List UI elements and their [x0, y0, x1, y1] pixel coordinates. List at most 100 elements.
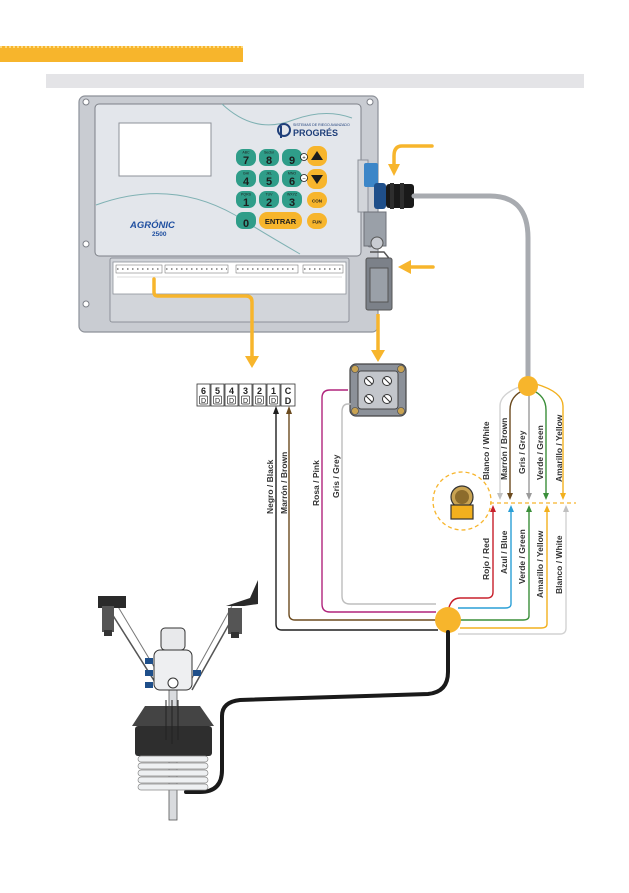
- svg-text:GHI: GHI: [243, 172, 249, 176]
- key-3[interactable]: WXYZ 3: [282, 191, 302, 209]
- arrow-to-socket-icon: [398, 260, 435, 274]
- svg-text:6: 6: [201, 386, 206, 396]
- svg-text:CON: CON: [312, 199, 322, 204]
- junction-node-top: [518, 376, 538, 396]
- svg-text:D: D: [229, 398, 234, 405]
- enter-key[interactable]: ENTRAR: [259, 212, 302, 229]
- weather-station-sensor: [98, 580, 258, 821]
- fun-key[interactable]: FUN: [307, 213, 327, 229]
- wire-label-white: Blanco / White: [481, 421, 491, 480]
- wire-label-grey-2: Gris / Grey: [517, 430, 527, 474]
- key-9[interactable]: 9: [282, 149, 302, 167]
- svg-text:7: 7: [243, 155, 249, 167]
- controller-unit: AGRÓNIC 2500 SISTEMAS DE RIEGO AVANZADO …: [78, 95, 379, 333]
- svg-text:1: 1: [271, 386, 276, 396]
- svg-text:4: 4: [243, 176, 250, 188]
- svg-text:D: D: [215, 398, 220, 405]
- svg-text:3: 3: [289, 197, 295, 209]
- con-key[interactable]: CON: [307, 192, 327, 208]
- svg-text:9: 9: [289, 155, 295, 167]
- svg-text:D: D: [243, 398, 248, 405]
- svg-text:ABC: ABC: [242, 151, 250, 155]
- terminal-2: [252, 383, 267, 407]
- wire-label-red: Rojo / Red: [481, 538, 491, 580]
- terminal-4: [224, 383, 239, 407]
- svg-text:MNO: MNO: [288, 172, 296, 176]
- wire-label-blue: Azul / Blue: [499, 530, 509, 574]
- model-number: 2500: [152, 231, 167, 238]
- sensor-cable: [184, 630, 450, 794]
- svg-text:+: +: [302, 156, 306, 162]
- wire-label-brown: Marrón / Brown: [279, 452, 289, 514]
- sensor-module-icon: [432, 471, 492, 531]
- svg-text:D: D: [257, 398, 262, 405]
- key-6[interactable]: MNO 6: [282, 170, 302, 188]
- svg-text:2: 2: [266, 197, 272, 209]
- terminal-c: [280, 383, 296, 407]
- svg-text:D: D: [201, 398, 206, 405]
- wire-label-grey: Gris / Grey: [331, 454, 341, 498]
- key-4[interactable]: GHI 4: [236, 170, 256, 188]
- key-0[interactable]: 0: [236, 212, 256, 230]
- junction-node-bottom: [435, 607, 461, 633]
- svg-text:ENTRAR: ENTRAR: [265, 217, 297, 226]
- svg-text:1: 1: [243, 197, 249, 209]
- minus-key[interactable]: −: [300, 174, 308, 183]
- wire-label-brown-2: Marrón / Brown: [499, 418, 509, 480]
- terminal-3: [238, 383, 253, 407]
- svg-text:C: C: [285, 386, 292, 396]
- arrow-to-connector-face-icon: [371, 314, 385, 362]
- key-8[interactable]: Sector 8: [259, 149, 279, 167]
- down-arrow-key[interactable]: [307, 169, 327, 189]
- svg-text:4: 4: [229, 386, 234, 396]
- svg-text:2: 2: [257, 386, 262, 396]
- wire-labels-left: Negro / Black Marrón / Brown Rosa / Pink…: [265, 452, 341, 514]
- terminal-5: [210, 383, 225, 407]
- svg-text:3: 3: [243, 386, 248, 396]
- key-2[interactable]: TUV 2: [259, 191, 279, 209]
- brand-name: PROGRÉS: [293, 128, 338, 138]
- svg-text:D: D: [271, 398, 276, 405]
- lcd-screen: [118, 122, 212, 177]
- wire-label-green-2: Verde / Green: [517, 529, 527, 584]
- brand-logo-icon: [277, 123, 291, 137]
- terminal-6: [196, 383, 211, 407]
- svg-text:WXYZ: WXYZ: [287, 193, 298, 197]
- wire-label-green: Verde / Green: [535, 425, 545, 480]
- radiation-shield-icon: [137, 755, 209, 791]
- svg-text:0: 0: [243, 218, 249, 230]
- terminal-block: 6 5 4 3 2 1 C D D D D D D D: [196, 383, 296, 407]
- svg-text:6: 6: [289, 176, 295, 188]
- svg-text:TUV: TUV: [266, 193, 274, 197]
- anemometer-icon: [226, 580, 258, 638]
- svg-text:−: −: [302, 177, 306, 183]
- key-1[interactable]: PQRS 1: [236, 191, 256, 209]
- arrow-to-terminal-block-icon: [152, 277, 259, 368]
- keypad: ABC 7 Sector 8 9 GHI 4 JKL 5: [236, 146, 327, 230]
- sensor-socket-connector: [363, 211, 393, 311]
- cable-gland-connector: [357, 159, 414, 213]
- svg-text:8: 8: [266, 155, 272, 167]
- section-band: [46, 74, 584, 88]
- svg-text:PQRS: PQRS: [241, 193, 252, 197]
- wire-labels-top-right: Blanco / White Marrón / Brown Gris / Gre…: [481, 414, 564, 482]
- wire-label-black: Negro / Black: [265, 459, 275, 514]
- wind-vane-icon: [98, 596, 126, 636]
- grey-cable: [411, 193, 531, 387]
- left-wires: [275, 389, 438, 631]
- wire-label-yellow: Amarillo / Yellow: [554, 414, 564, 482]
- key-5[interactable]: JKL 5: [259, 170, 279, 188]
- connector-face: [349, 363, 407, 417]
- model-name: AGRÓNIC: [129, 219, 175, 231]
- bottom-junction-wires: [447, 509, 567, 635]
- arrow-to-gland-icon: [392, 144, 434, 168]
- svg-text:5: 5: [266, 176, 272, 188]
- svg-text:D: D: [285, 396, 292, 406]
- plus-key[interactable]: +: [300, 153, 308, 162]
- wire-label-white-2: Blanco / White: [554, 535, 564, 594]
- header-accent-bar: [0, 46, 243, 62]
- key-7[interactable]: ABC 7: [236, 149, 256, 167]
- terminal-1: [266, 383, 281, 407]
- up-arrow-key[interactable]: [307, 146, 327, 166]
